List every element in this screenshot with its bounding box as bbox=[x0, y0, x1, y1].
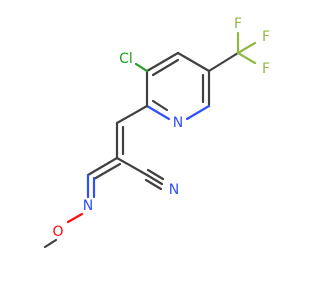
molecule-diagram: Cl N N N O F F F bbox=[43, 16, 270, 249]
nitrile-nitrogen-label: N bbox=[169, 182, 179, 198]
bond-c3-c4 bbox=[145, 51, 180, 73]
fluorine-3-label: F bbox=[262, 61, 270, 77]
bond-cf3-f2 bbox=[236, 41, 257, 55]
bond-c4-c5 bbox=[176, 51, 211, 73]
bond-n-o bbox=[66, 212, 84, 224]
bond-ch-double bbox=[92, 162, 122, 181]
aromatic-inner-1 bbox=[151, 58, 180, 77]
oxygen-label: O bbox=[52, 224, 63, 240]
bond-cn-triple-b bbox=[146, 168, 165, 181]
aromatic-inner-3 bbox=[151, 99, 169, 112]
fluorine-2-label: F bbox=[262, 29, 270, 45]
bond-c6-n1 bbox=[185, 104, 211, 121]
bond-c5-cf3 bbox=[207, 51, 240, 73]
bond-cf3-f3 bbox=[236, 51, 257, 65]
ring-nitrogen-label: N bbox=[173, 115, 183, 131]
bond-c3-cl bbox=[134, 62, 149, 73]
bond-c2-vinyl bbox=[115, 104, 149, 125]
oxime-nitrogen-label: N bbox=[83, 198, 93, 214]
bond-cn-triple-a bbox=[145, 173, 164, 186]
bond-cn-triple-c bbox=[144, 178, 163, 191]
bond-o-me bbox=[43, 238, 58, 249]
structure-canvas: Cl N N N O F F F bbox=[43, 16, 271, 249]
bond-c-ch bbox=[86, 156, 119, 177]
chlorine-label: Cl bbox=[119, 51, 133, 67]
bond-c-cn bbox=[115, 156, 149, 177]
bond-n1-c2 bbox=[145, 104, 171, 121]
fluorine-1-label: F bbox=[234, 16, 242, 32]
